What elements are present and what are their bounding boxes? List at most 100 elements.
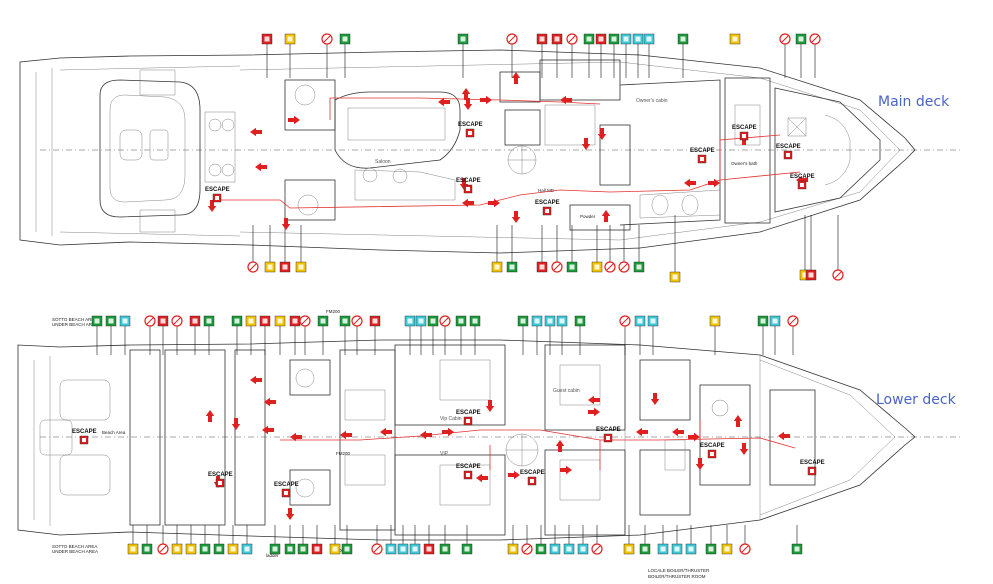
main-escape-route <box>215 97 801 209</box>
safety-symbol-icon <box>544 315 556 327</box>
svg-text:ESCAPE: ESCAPE <box>208 472 233 478</box>
powder-label: Powder <box>580 214 596 219</box>
safety-symbol-icon <box>351 315 363 327</box>
escape-arrow-icon <box>476 473 488 483</box>
safety-symbol-icon <box>289 315 301 327</box>
safety-symbol-icon <box>369 315 381 327</box>
vip-cabin-label: Vip Cabin <box>440 416 462 422</box>
safety-symbol-icon <box>321 33 333 45</box>
svg-text:ESCAPE: ESCAPE <box>456 464 481 470</box>
lower-deck-title: Lower deck <box>876 392 957 408</box>
safety-symbol-icon <box>385 543 397 555</box>
svg-text:ESCAPE: ESCAPE <box>800 460 825 466</box>
safety-symbol-icon <box>563 543 575 555</box>
safety-symbol-icon <box>457 33 469 45</box>
escape-arrow-icon <box>207 200 217 212</box>
safety-symbol-icon <box>261 33 273 45</box>
safety-symbol-icon <box>507 543 519 555</box>
safety-symbol-icon <box>632 33 644 45</box>
escape-arrow-icon <box>340 430 352 440</box>
escape-arrow-icon <box>462 198 474 208</box>
safety-symbol-icon <box>171 315 183 327</box>
safety-symbols <box>91 33 844 555</box>
svg-text:ESCAPE: ESCAPE <box>776 144 801 150</box>
escape-marker: ESCAPE <box>732 125 757 141</box>
symbol-leader-lines <box>96 44 839 544</box>
safety-symbol-icon <box>535 543 547 555</box>
escape-arrow-icon <box>560 95 572 105</box>
safety-symbol-icon <box>832 269 844 281</box>
safety-symbol-icon <box>299 315 311 327</box>
escape-arrow-icon <box>231 418 241 430</box>
main-deck-plan: Saloon Hall MD Powder Owner's cabin Owne… <box>19 49 960 254</box>
safety-symbol-icon <box>779 33 791 45</box>
escape-arrow-icon <box>555 440 565 452</box>
safety-symbol-icon <box>409 543 421 555</box>
safety-symbol-icon <box>739 543 751 555</box>
svg-text:ESCAPE: ESCAPE <box>458 122 483 128</box>
safety-symbol-icon <box>566 261 578 273</box>
escape-marker: ESCAPE <box>790 174 815 190</box>
safety-symbol-icon <box>415 315 427 327</box>
escape-arrow-icon <box>262 425 274 435</box>
safety-symbol-icon <box>787 315 799 327</box>
safety-symbol-icon <box>551 33 563 45</box>
escape-arrow-icon <box>250 375 262 385</box>
safety-symbol-icon <box>274 315 286 327</box>
svg-text:ESCAPE: ESCAPE <box>690 148 715 154</box>
safety-symbol-icon <box>339 33 351 45</box>
escape-marker: ESCAPE <box>596 427 621 443</box>
escape-arrow-icon <box>597 128 607 140</box>
safety-symbol-icon <box>203 315 215 327</box>
svg-text:ESCAPE: ESCAPE <box>790 174 815 180</box>
safety-symbol-icon <box>620 33 632 45</box>
safety-symbol-icon <box>623 543 635 555</box>
safety-symbol-icon <box>423 543 435 555</box>
safety-symbol-icon <box>157 315 169 327</box>
escape-arrow-icon <box>488 198 500 208</box>
safety-symbol-icon <box>795 33 807 45</box>
safety-symbol-icon <box>604 261 616 273</box>
svg-text:ESCAPE: ESCAPE <box>520 470 545 476</box>
escape-arrow-icon <box>684 178 696 188</box>
safety-symbol-icon <box>439 543 451 555</box>
escape-arrows <box>205 72 808 520</box>
escape-arrow-icon <box>480 95 492 105</box>
escape-arrow-icon <box>739 443 749 455</box>
safety-symbol-icon <box>199 543 211 555</box>
safety-symbol-icon <box>127 543 139 555</box>
safety-symbol-icon <box>341 543 353 555</box>
safety-symbol-icon <box>618 261 630 273</box>
escape-arrow-icon <box>380 427 392 437</box>
escape-arrow-icon <box>511 211 521 223</box>
safety-symbol-icon <box>685 543 697 555</box>
safety-symbol-icon <box>536 33 548 45</box>
safety-symbol-icon <box>619 315 631 327</box>
safety-symbol-icon <box>805 269 817 281</box>
safety-symbol-icon <box>397 543 409 555</box>
safety-symbol-icon <box>311 543 323 555</box>
safety-symbol-icon <box>551 261 563 273</box>
safety-symbol-icon <box>634 315 646 327</box>
escape-arrow-icon <box>264 397 276 407</box>
owners-cabin-label: Owner's cabin <box>636 98 668 104</box>
safety-symbol-icon <box>574 315 586 327</box>
safety-symbol-icon <box>455 315 467 327</box>
sotto-beach-label-top: SOTTO BEACH AREA <box>52 317 97 322</box>
safety-symbol-icon <box>549 543 561 555</box>
escape-arrow-icon <box>420 430 432 440</box>
safety-symbol-icon <box>227 543 239 555</box>
escape-arrow-icon <box>650 393 660 405</box>
escape-marker: ESCAPE <box>205 187 230 203</box>
fm200-label-top: FM200 <box>326 309 341 314</box>
escape-arrow-icon <box>708 178 720 188</box>
escape-arrow-icon <box>672 427 684 437</box>
escape-markers: ESCAPE ESCAPE ESCAPE ESCAPE ESCAPE ESCAPE ESCA… <box>72 122 825 498</box>
svg-text:ESCAPE: ESCAPE <box>456 178 481 184</box>
safety-symbol-icon <box>269 543 281 555</box>
safety-symbol-icon <box>669 271 681 283</box>
safety-symbol-icon <box>729 33 741 45</box>
lower-escape-route <box>280 420 796 470</box>
svg-text:ESCAPE: ESCAPE <box>596 427 621 433</box>
safety-symbol-icon <box>329 543 341 555</box>
